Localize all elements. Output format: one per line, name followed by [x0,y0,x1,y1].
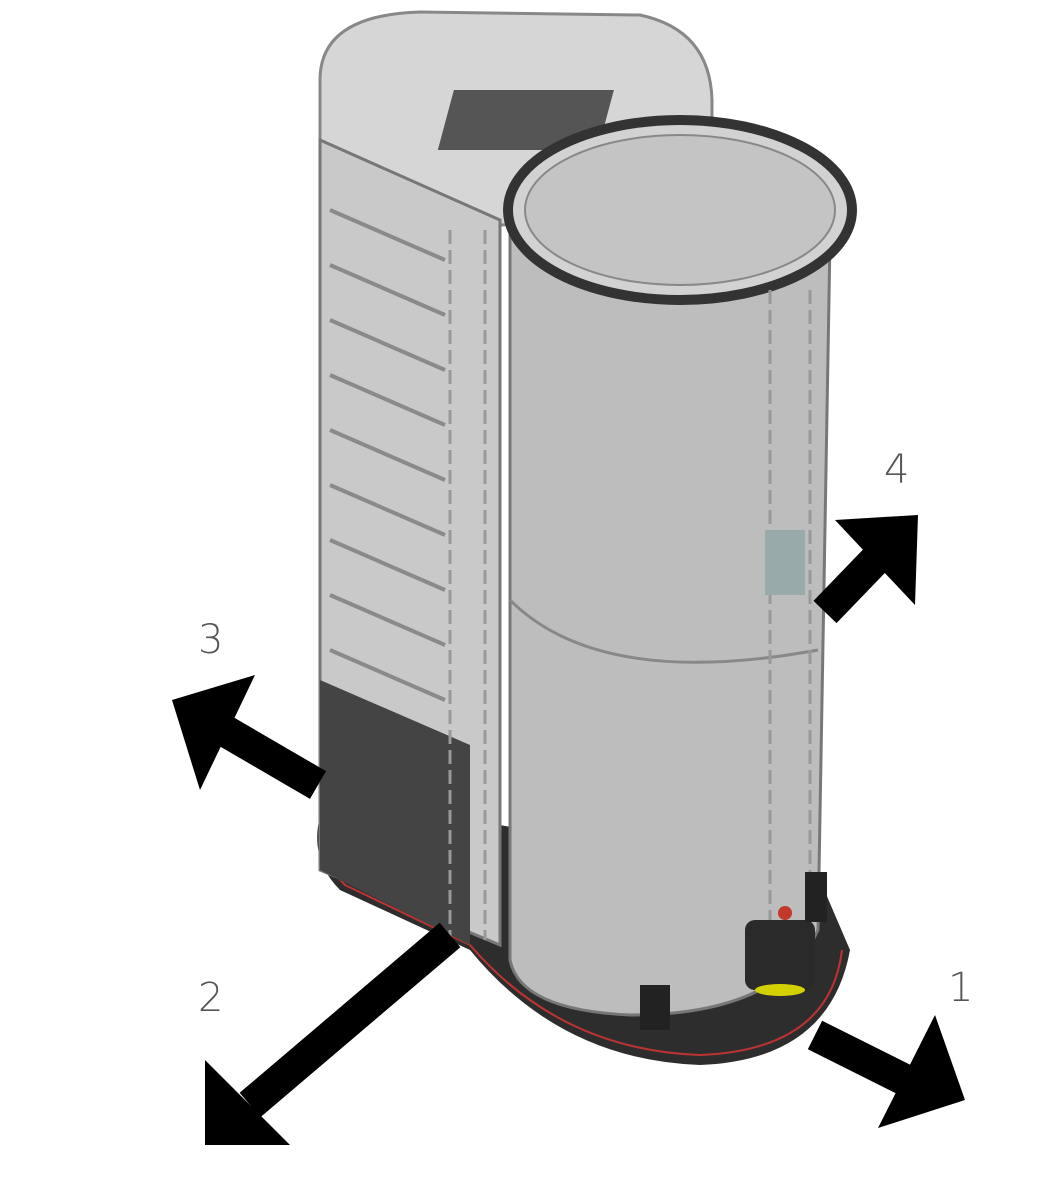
cylinder-housing [503,115,857,1017]
shelf-cabinet [318,10,714,948]
arrow-4 [813,515,918,624]
arrow-label-2: 2 [198,975,224,1021]
arrow-label-4: 4 [884,447,910,493]
arrow-2 [205,922,461,1145]
arrow-1 [807,1015,965,1128]
arrows [172,515,965,1145]
arrow-label-3: 3 [198,617,224,663]
arrow-label-1: 1 [948,965,974,1011]
sensor-unit [640,872,827,1030]
arrow-3 [172,675,327,799]
